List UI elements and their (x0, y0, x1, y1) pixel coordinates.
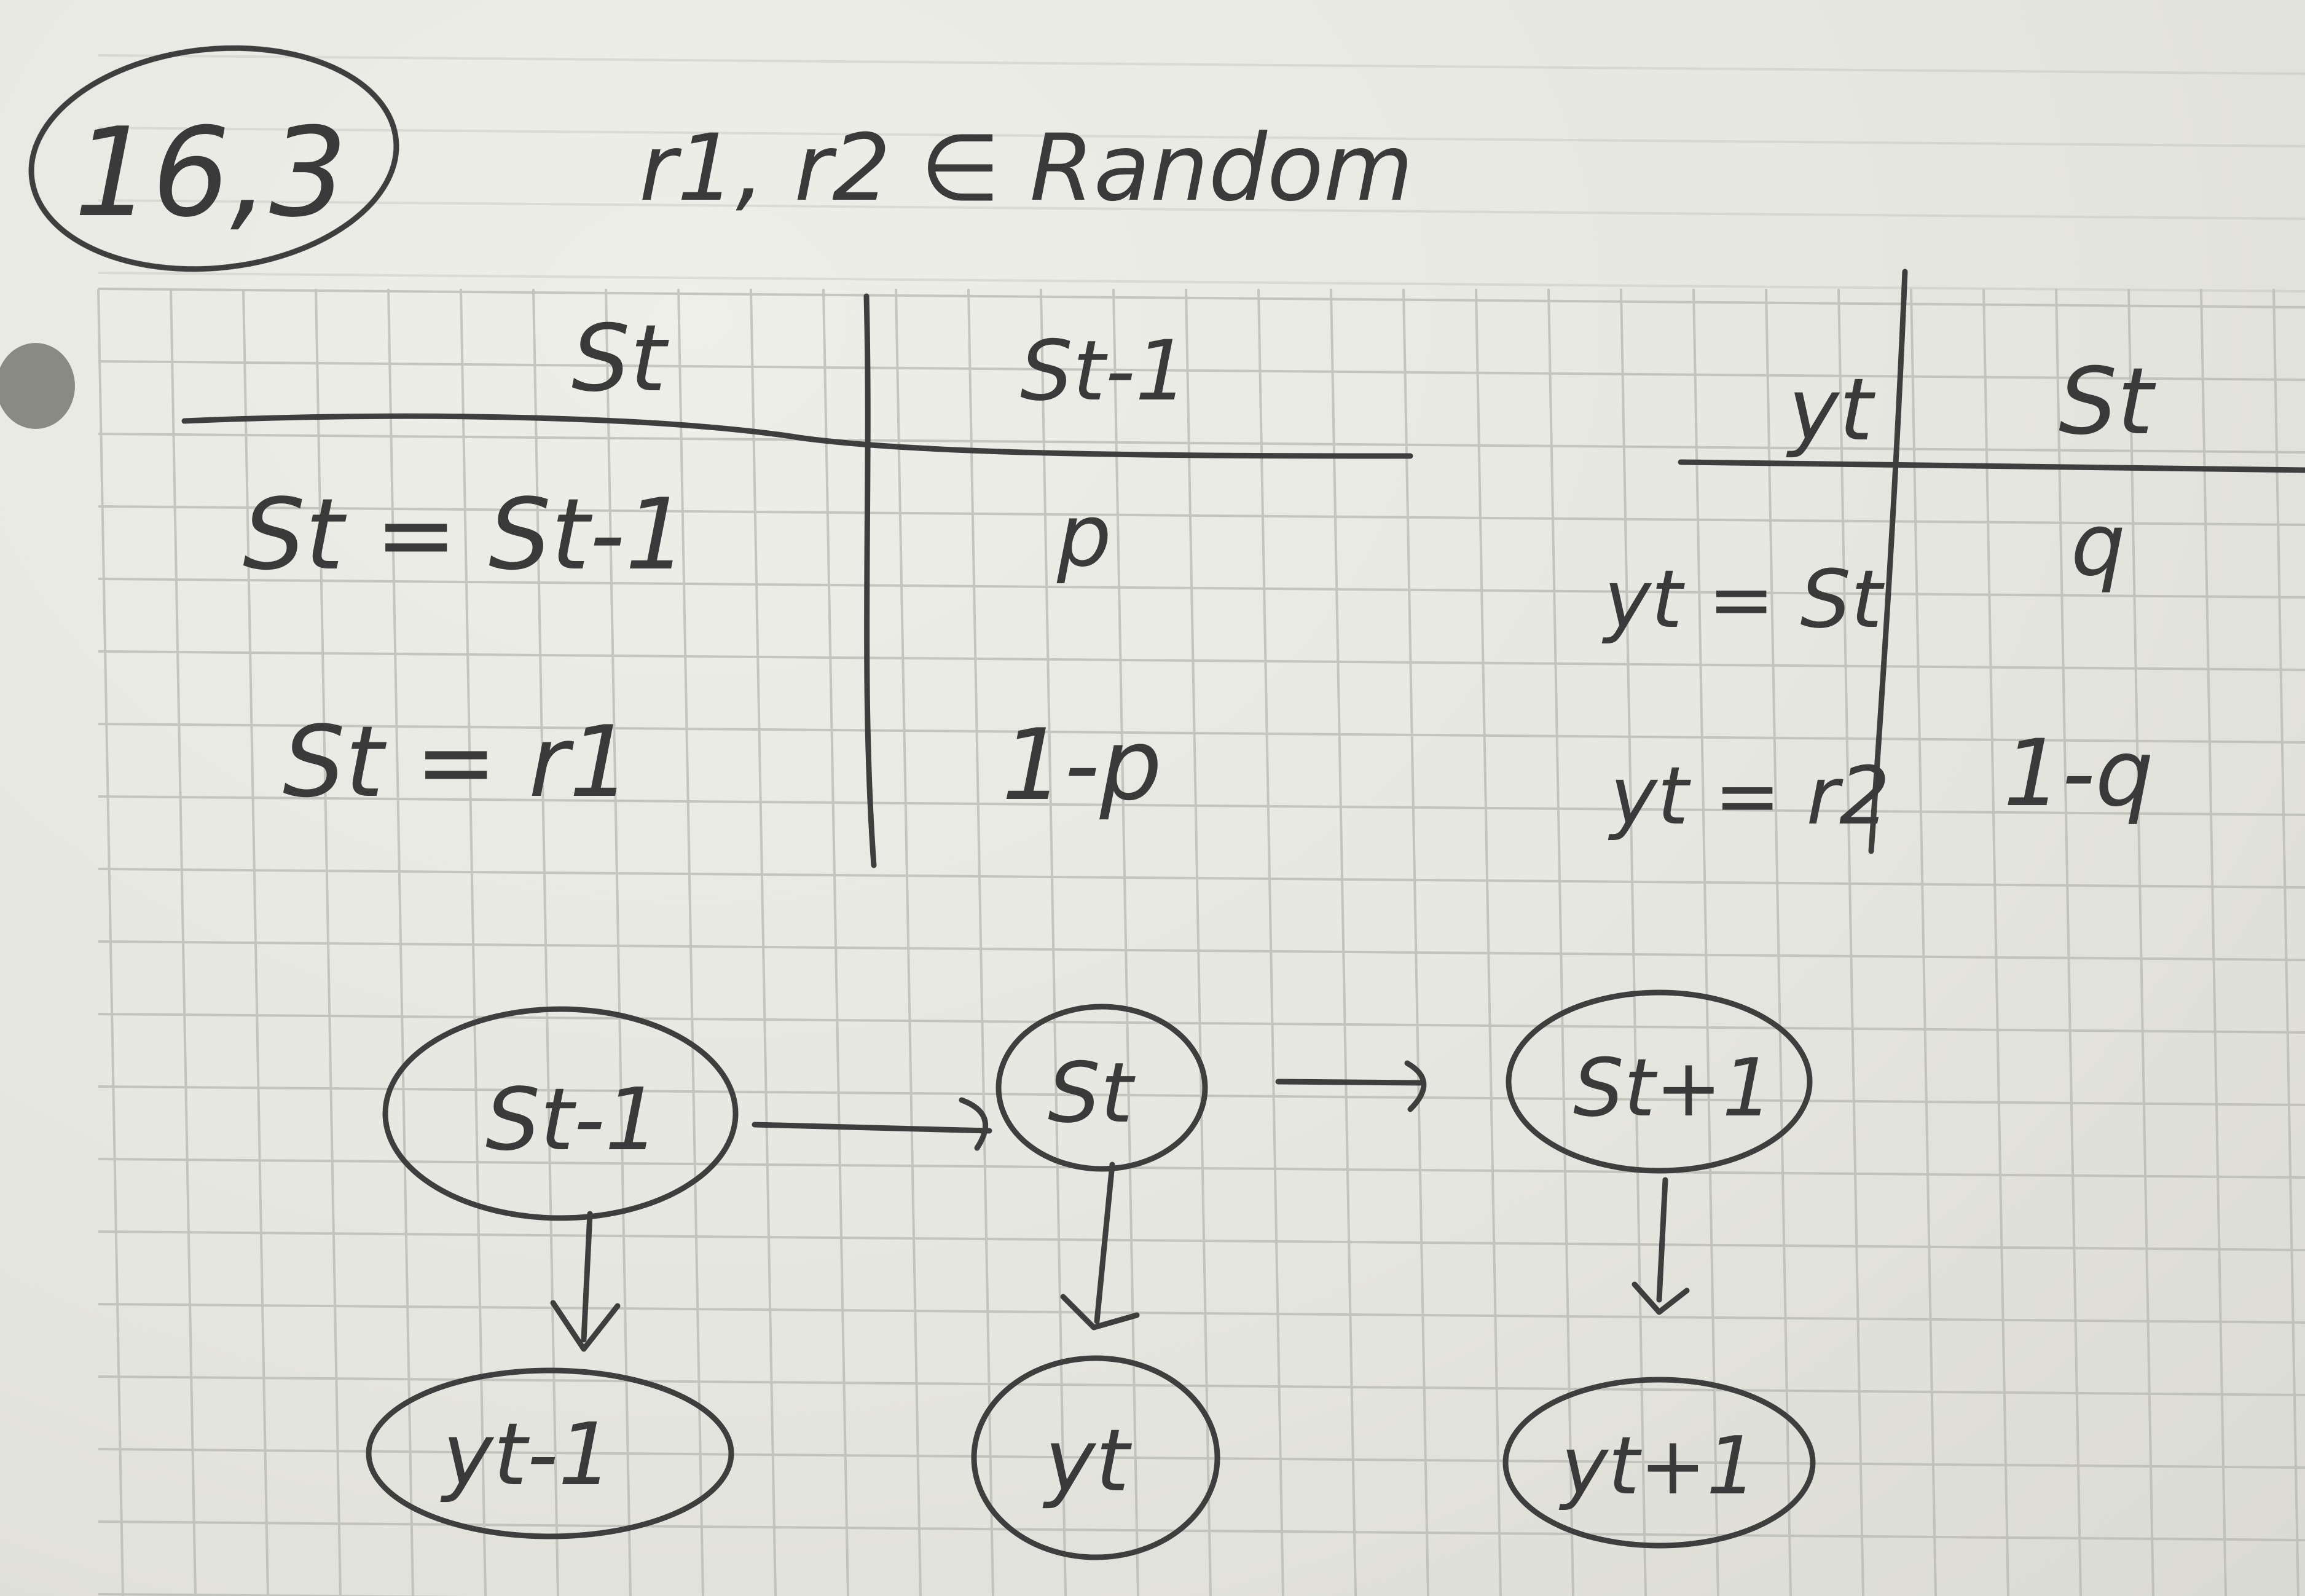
grid-line-vertical (822, 288, 849, 1596)
transition-arrow-2 (1275, 1079, 1423, 1086)
transition-arrowhead-1 (959, 1097, 989, 1151)
grid-line-horizontal (98, 578, 2305, 599)
transition-arrow-1 (752, 1122, 992, 1134)
obs-table-row2-prob: 1-q (2003, 720, 2154, 827)
obs-table-row1-prob: q (2071, 495, 2126, 596)
obs-table-column-rule (1868, 269, 1908, 854)
state-node-prev (382, 1006, 739, 1221)
grid-line-horizontal (98, 1085, 2305, 1106)
obs-table-col-given: St (2059, 348, 2156, 455)
state-table-col-given: St-1 (1020, 323, 1188, 419)
obs-table-col-condition: yt (1786, 360, 1876, 460)
grid-line-vertical (532, 288, 559, 1596)
state-label-prev: St-1 (485, 1070, 659, 1170)
state-node-current (995, 1004, 1208, 1172)
grid-line-horizontal (98, 795, 2305, 816)
grid-line-vertical (2200, 288, 2227, 1596)
grid-line-vertical (1547, 288, 1574, 1596)
observation-table: yt St yt = St q yt = r2 1-q (1601, 269, 2305, 854)
grid-paper (97, 54, 2305, 1596)
emission-arrow-prev (581, 1211, 593, 1343)
grid-line-horizontal (98, 1303, 2305, 1324)
obs-table-row2-condition: yt = r2 (1608, 749, 1890, 843)
emission-arrowhead-prev (550, 1300, 621, 1352)
grid-line-vertical (2055, 288, 2082, 1596)
grid-line-horizontal (98, 650, 2305, 671)
grid-line-vertical (1982, 288, 2009, 1596)
state-label-current: St (1048, 1045, 1136, 1141)
obs-label-current: yt (1042, 1411, 1133, 1511)
punch-hole (0, 343, 75, 429)
obs-node-next (1502, 1377, 1816, 1549)
problem-number: 16,3 (74, 101, 347, 245)
grid-line-horizontal-top (98, 54, 2305, 75)
grid-line-vertical (1257, 288, 1284, 1596)
grid-line-horizontal (98, 1013, 2305, 1034)
grid-line-vertical (1910, 288, 1937, 1596)
grid-line-horizontal-top (98, 127, 2305, 147)
grid-line-vertical (1692, 288, 1719, 1596)
grid-line-horizontal (98, 288, 2305, 309)
grid-line-vertical (1765, 288, 1792, 1596)
grid-line-vertical (1330, 288, 1357, 1596)
transition-arrowhead-2 (1404, 1060, 1427, 1112)
state-table-row1-prob: p (1056, 486, 1112, 586)
obs-node-prev (366, 1367, 734, 1539)
obs-table-header-rule (1678, 459, 2305, 473)
problem-number-circle (28, 45, 399, 272)
header-title: r1, r2 ∈ Random (639, 115, 1413, 222)
grid-line-vertical (2127, 288, 2154, 1596)
grid-line-vertical (677, 288, 704, 1596)
obs-table-row1-condition: yt = St (1601, 552, 1885, 646)
grid-line-horizontal (98, 1158, 2305, 1179)
grid-line-horizontal (98, 1448, 2305, 1469)
grid-line-horizontal (98, 433, 2305, 454)
state-transition-table: St St-1 St = St-1 p St = r1 1-p (181, 293, 1413, 868)
emission-arrow-next (1656, 1177, 1668, 1303)
state-table-row2-condition: St = r1 (283, 704, 632, 819)
state-table-column-rule (863, 293, 877, 868)
grid-line-horizontal-top (98, 272, 2305, 293)
grid-line-vertical (1185, 288, 1212, 1596)
emission-arrowhead-current (1060, 1294, 1140, 1331)
grid-line-horizontal (98, 940, 2305, 961)
grid-line-vertical (750, 288, 777, 1596)
grid-line-vertical (1402, 288, 1429, 1596)
state-table-row1-condition: St = St-1 (243, 477, 688, 592)
state-table-header-rule (181, 413, 1413, 459)
state-label-next: St+1 (1573, 1041, 1773, 1134)
hmm-diagram: St-1 St St+1 yt-1 yt yt+1 (366, 989, 1816, 1560)
state-table-row2-prob: 1-p (1002, 707, 1162, 822)
grid-line-horizontal (98, 360, 2305, 381)
obs-node-current (971, 1355, 1220, 1560)
obs-label-next: yt+1 (1558, 1419, 1757, 1512)
grid-line-horizontal (98, 505, 2305, 526)
problem-number-group: 16,3 (28, 45, 399, 272)
grid-line-vertical (967, 288, 994, 1596)
state-table-col-condition: St (571, 305, 669, 412)
grid-line-horizontal (98, 868, 2305, 889)
grid-line-vertical (1837, 288, 1864, 1596)
grid-line-vertical (895, 288, 922, 1596)
grid-line-horizontal-top (98, 199, 2305, 220)
emission-arrowhead-next (1632, 1281, 1690, 1315)
grid-line-vertical (1112, 288, 1139, 1596)
obs-label-prev: yt-1 (440, 1405, 613, 1505)
grid-line-horizontal (98, 723, 2305, 744)
grid-line-vertical (1040, 288, 1067, 1596)
grid-line-horizontal (98, 1230, 2305, 1251)
grid-line-vertical (1475, 288, 1502, 1596)
grid-line-vertical (2272, 288, 2299, 1596)
state-node-next (1506, 989, 1813, 1174)
emission-arrow-current (1094, 1162, 1115, 1324)
